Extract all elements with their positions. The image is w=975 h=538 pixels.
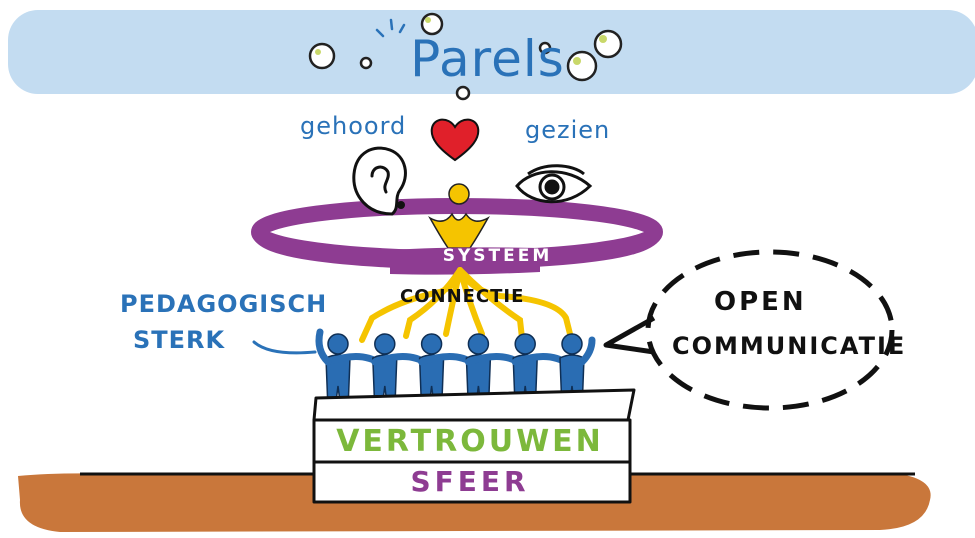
speech-bubble bbox=[645, 249, 895, 411]
raised-arm-right bbox=[578, 336, 596, 366]
label-atmosphere: SFEER bbox=[410, 465, 530, 498]
pearl-highlights bbox=[315, 17, 607, 65]
central-figure bbox=[428, 183, 490, 249]
pedagogic-pointer bbox=[252, 340, 317, 355]
label-pedagogic-line1: PEDAGOGISCH bbox=[120, 290, 328, 318]
system-band bbox=[390, 247, 540, 275]
speech-bubble-tail bbox=[603, 315, 656, 355]
label-heard: gehoord bbox=[300, 112, 407, 140]
page-title: Parels bbox=[410, 30, 565, 88]
label-open-line1: OPEN bbox=[714, 287, 807, 317]
eye-icon bbox=[515, 164, 593, 204]
label-trust: VERTROUWEN bbox=[336, 424, 604, 459]
label-pedagogic-line2: STERK bbox=[133, 326, 226, 354]
platform bbox=[312, 388, 636, 504]
connection-roots bbox=[359, 267, 573, 343]
label-connection: CONNECTIE bbox=[400, 286, 525, 307]
sparkle-lines bbox=[375, 18, 406, 38]
ear-icon bbox=[352, 146, 407, 216]
label-seen: gezien bbox=[525, 116, 611, 144]
label-system: SYSTEEM bbox=[442, 246, 553, 266]
label-open-line2: COMMUNICATIE bbox=[672, 332, 907, 360]
title-banner bbox=[8, 10, 975, 94]
raised-arm-left bbox=[315, 328, 332, 366]
heart-icon bbox=[430, 118, 480, 162]
